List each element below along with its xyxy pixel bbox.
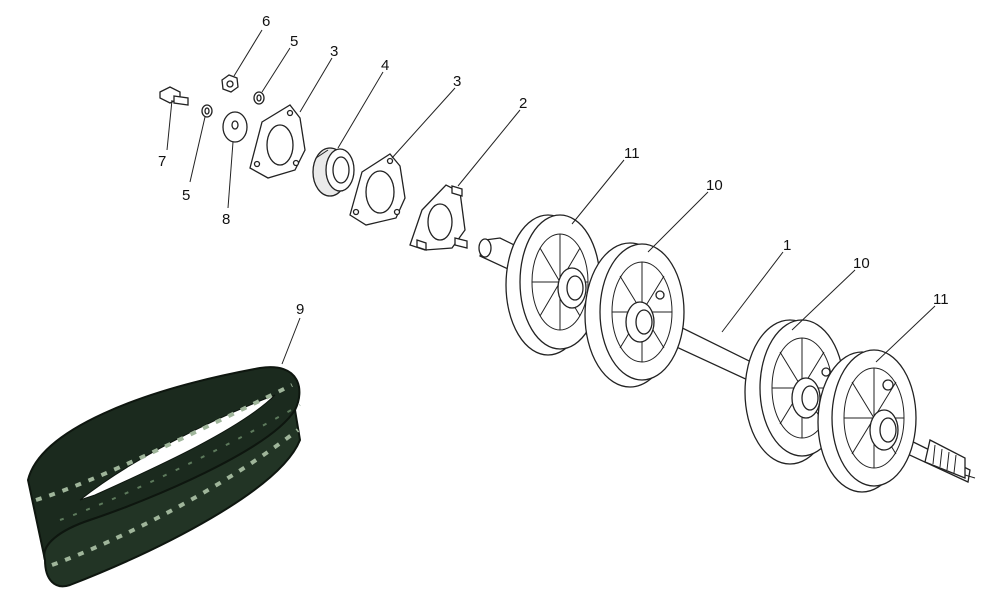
callout-10-left: 10	[706, 177, 723, 194]
leader-lines	[166, 29, 936, 365]
callout-7: 7	[158, 153, 166, 170]
callout-3-left: 3	[330, 43, 338, 60]
callout-1: 1	[783, 237, 791, 254]
bracket-part	[409, 184, 468, 251]
lock-washer-part	[201, 104, 213, 118]
callout-10-right: 10	[853, 255, 870, 272]
sprocket-part-right	[817, 349, 917, 493]
washer-part-upper	[253, 91, 265, 105]
callout-4: 4	[381, 57, 389, 74]
bearing-part	[312, 147, 355, 197]
callout-5-lower: 5	[182, 187, 190, 204]
callout-11-right: 11	[933, 291, 949, 308]
nut-part	[221, 74, 239, 93]
track-belt-part	[26, 366, 302, 588]
callout-11-left: 11	[624, 145, 640, 162]
bolt-part	[159, 86, 189, 106]
flange-plate-part-left	[249, 104, 306, 179]
flange-plate-part-right	[349, 153, 406, 226]
sprocket-part-left-inner	[584, 242, 685, 388]
callout-2: 2	[519, 95, 527, 112]
flat-washer-part	[222, 111, 248, 143]
callout-6: 6	[262, 13, 270, 30]
sprocket-part-left	[505, 214, 601, 356]
callout-labels: 6 5 3 4 3 2 7 5 8 11 10 1 10 11 9	[158, 13, 949, 318]
callout-3-right: 3	[453, 73, 461, 90]
callout-8: 8	[222, 211, 230, 228]
callout-9: 9	[296, 301, 304, 318]
callout-5-upper: 5	[290, 33, 298, 50]
